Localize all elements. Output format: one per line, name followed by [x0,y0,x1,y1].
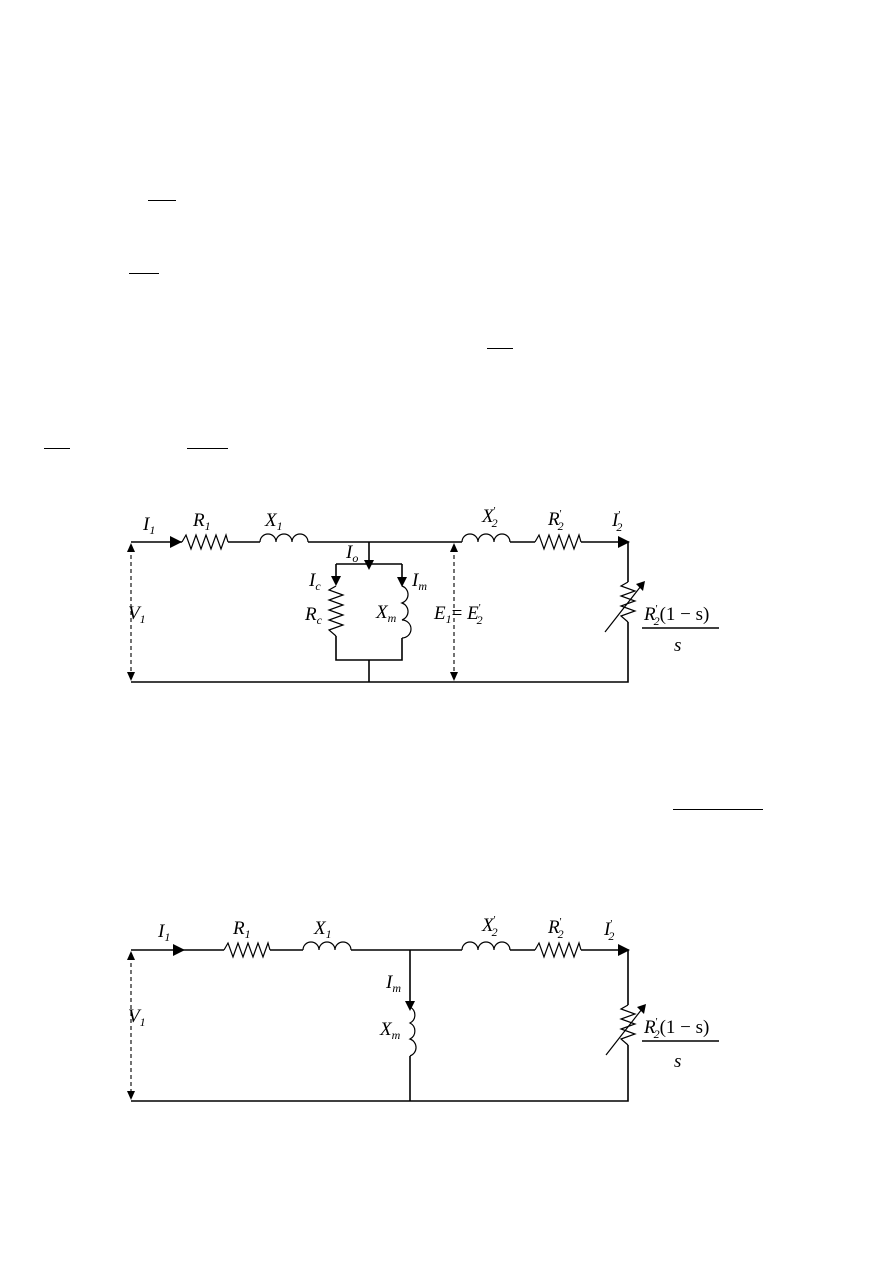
circuit1-label-V1: V1 [128,603,146,626]
circuit1-load-numerator: R'2(1 − s) [643,603,709,628]
circuit2-label-I1: I1 [157,921,170,944]
circuit1-R2p-resistor [534,533,582,551]
circuit1-label-Io: Io [345,542,358,565]
circuit1-Ic-arrow [331,576,341,586]
circuit1-V1-arrow-top [127,543,135,552]
circuit1-V1-arrow-bottom [127,672,135,681]
circuit2-V1-arrow-top [127,951,135,960]
circuit2-load-numerator: R'2(1 − s) [643,1016,709,1041]
circuit2-load-arrowhead [637,1004,646,1014]
circuit2-V1-arrow-bottom [127,1091,135,1100]
circuit2-Xm-inductor [408,1006,417,1057]
circuit2-label-V1: V1 [128,1006,146,1029]
circuit1-load-resistor [619,581,637,623]
circuit1-label-Xm: Xm [375,602,397,625]
circuit1-Rc-resistor [327,585,345,637]
circuit2-load-variable-arrow [605,1008,643,1056]
fraction-bar-6 [673,809,763,811]
circuit1-load-variable-arrow [604,585,642,633]
circuit2-label-Xm: Xm [379,1019,401,1042]
circuit2-label-X2p: X'2 [481,914,498,939]
circuit1-label-I2p: I'2 [611,509,622,534]
circuit2-Im-arrow [405,1001,415,1011]
circuit1-label-Im: Im [411,570,427,593]
circuit1-E1-arrow-bottom [450,672,458,681]
fraction-bar-2 [129,273,159,275]
circuit1-R1-resistor [181,533,229,551]
fraction-bar-5 [187,448,228,450]
circuit1-label-E1: E1= E'2 [433,602,483,627]
circuit2-X2p-inductor [461,941,511,951]
circuit1-Im-arrow [397,577,407,587]
circuit2-label-R1: R1 [232,918,251,941]
equivalent-circuit-2: I1 R1 X1 X'2 R'2 I'2 Im Xm V1 R'2(1 − s)… [127,914,719,1102]
circuit1-I1-arrow [170,536,182,548]
circuit1-label-I1: I1 [142,514,155,537]
circuit2-X1-inductor [302,941,352,951]
circuit1-E1-arrow-top [450,543,458,552]
circuit1-X1-inductor [259,533,309,543]
circuit2-R2p-resistor [534,941,582,959]
equivalent-circuit-1: I1 R1 X1 X'2 R'2 I'2 Io Ic Im Rc Xm V1 E… [127,505,719,683]
circuit1-load-denominator: s [674,635,681,656]
circuit2-label-Im: Im [385,972,401,995]
circuit2-load-resistor [619,1004,637,1046]
circuit1-label-X2p: X'2 [481,505,498,530]
circuit1-Io-arrow [364,560,374,570]
fraction-bar-3 [487,348,513,350]
circuit2-load-denominator: s [674,1051,681,1072]
circuit1-I2-arrow [618,536,630,548]
circuit1-label-R1: R1 [192,510,211,533]
circuit2-I2-arrow [618,944,630,956]
circuit2-label-I2p: I'2 [603,918,614,943]
circuit2-label-X1: X1 [313,918,332,941]
circuit2-label-R2p: R'2 [547,916,564,941]
circuit1-X2p-inductor [461,533,511,543]
circuit1-label-Rc: Rc [304,604,323,627]
fraction-bar-1 [148,200,176,202]
circuit1-label-Ic: Ic [308,570,321,593]
circuit1-Xm-inductor [400,585,412,639]
circuit2-R1-resistor [223,941,271,959]
circuit1-label-R2p: R'2 [547,508,564,533]
circuit1-load-arrowhead [636,581,645,591]
circuit2-I1-arrow [173,944,185,956]
circuit1-label-X1: X1 [264,510,283,533]
fraction-bar-4 [44,448,70,450]
